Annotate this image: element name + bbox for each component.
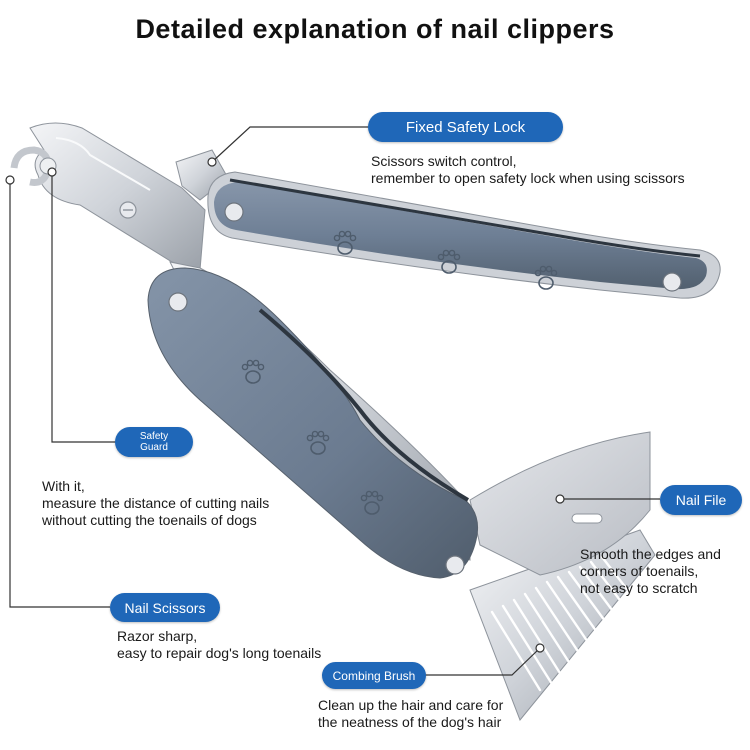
fixed-safety-lock-description: Scissors switch control, remember to ope… [371, 153, 685, 186]
safety-guard-description: With it, measure the distance of cutting… [42, 478, 270, 528]
lower-handle-part [147, 267, 479, 579]
nail-scissors-label: Nail Scissors [110, 593, 220, 622]
nail-file-slot [571, 513, 603, 524]
fixed-safety-lock-label: Fixed Safety Lock [368, 112, 563, 142]
nail-file-label: Nail File [660, 485, 742, 515]
rivet-icon [445, 555, 465, 575]
rivet-icon [168, 292, 188, 312]
safety-guard-part [10, 146, 52, 186]
nail-scissors-description: Razor sharp, easy to repair dog's long t… [117, 628, 322, 661]
safety-guard-label: Safety Guard [115, 427, 193, 457]
combing-brush-description: Clean up the hair and care for the neatn… [318, 697, 504, 730]
nail-file-description: Smooth the edges and corners of toenails… [580, 546, 721, 596]
combing-brush-part [469, 529, 656, 721]
rivet-icon [662, 272, 682, 292]
rivet-icon [224, 202, 244, 222]
cutter-head-part [29, 122, 206, 271]
combing-brush-label: Combing Brush [322, 662, 426, 689]
page-title: Detailed explanation of nail clippers [135, 14, 615, 44]
